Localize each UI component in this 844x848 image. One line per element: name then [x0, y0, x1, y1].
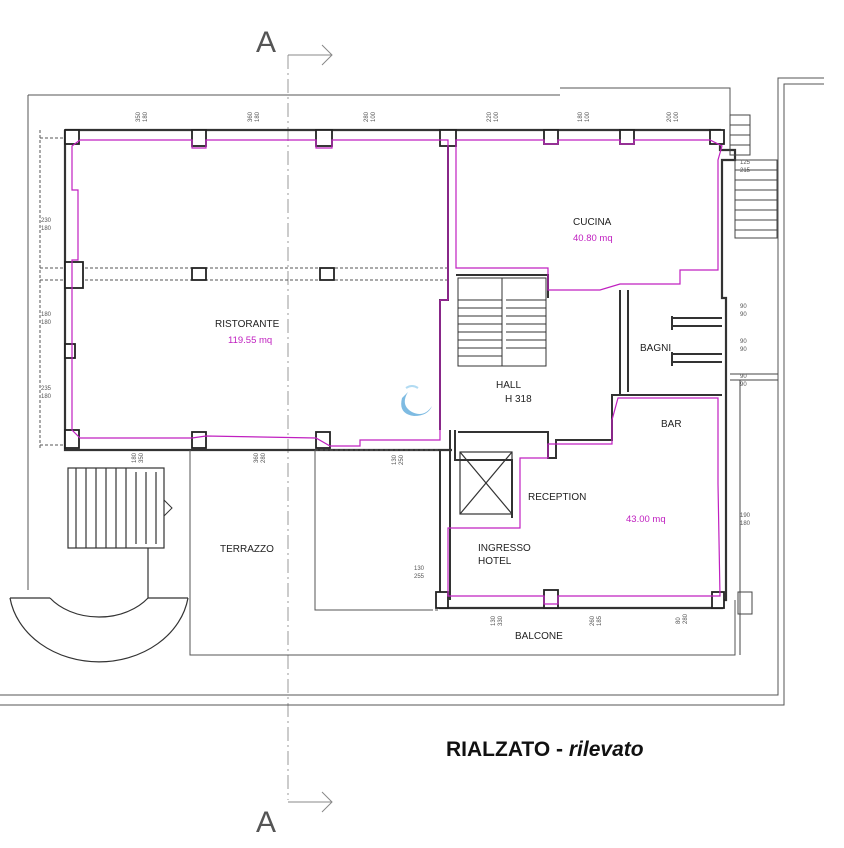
svg-text:255: 255 — [414, 574, 425, 580]
ristorante-area: 119.55 mq — [228, 335, 272, 346]
ristorante-outline — [71, 139, 449, 447]
svg-text:100: 100 — [585, 111, 591, 122]
hall-height: H 318 — [505, 394, 532, 405]
svg-text:90: 90 — [740, 374, 747, 380]
pillars — [64, 129, 725, 609]
internal-walls — [439, 138, 722, 600]
entrance-stair — [9, 467, 189, 663]
bar-label: BAR — [661, 419, 682, 430]
svg-text:90: 90 — [740, 382, 747, 388]
svg-text:185: 185 — [597, 615, 603, 626]
svg-text:250: 250 — [399, 454, 405, 465]
ristorante-label: RISTORANTE — [215, 319, 280, 330]
svg-text:180: 180 — [41, 320, 52, 326]
svg-text:200: 200 — [667, 111, 673, 122]
svg-text:180: 180 — [143, 111, 149, 122]
svg-text:100: 100 — [371, 111, 377, 122]
cucina-area: 40.80 mq — [573, 233, 613, 244]
svg-text:90: 90 — [740, 339, 747, 345]
svg-text:190: 190 — [740, 513, 751, 519]
cucina-label: CUCINA — [573, 217, 612, 228]
svg-text:180: 180 — [578, 111, 584, 122]
svg-text:180: 180 — [41, 394, 52, 400]
svg-text:180: 180 — [132, 452, 138, 463]
svg-text:125: 125 — [740, 160, 751, 166]
svg-text:280: 280 — [683, 613, 689, 624]
reception-label: RECEPTION — [528, 492, 586, 503]
plan-title-main: RIALZATO - — [446, 738, 569, 761]
section-mark-bottom: A — [256, 806, 276, 839]
dim-top: 350 180 360 180 280 100 220 100 180 100 … — [136, 111, 680, 122]
watermark-logo-icon — [401, 385, 432, 416]
svg-text:280: 280 — [261, 452, 267, 463]
elevator — [459, 451, 513, 515]
svg-text:130: 130 — [491, 615, 497, 626]
dim-mid: 180 350 360 280 130 250 — [132, 452, 405, 465]
cucina-outline — [455, 139, 723, 291]
hall-label: HALL — [496, 380, 521, 391]
svg-text:280: 280 — [364, 111, 370, 122]
svg-text:180: 180 — [41, 226, 52, 232]
dim-right: 125 215 90 90 90 90 90 90 190 180 — [740, 160, 751, 527]
central-stair — [457, 277, 547, 367]
svg-text:130: 130 — [414, 566, 425, 572]
dim-bottom: 130 255 130 330 260 185 80 280 — [414, 566, 689, 626]
bar-outline — [447, 397, 721, 605]
svg-text:350: 350 — [136, 111, 142, 122]
bar-area: 43.00 mq — [626, 514, 666, 525]
plan-title: RIALZATO - rilevato — [446, 738, 644, 762]
svg-text:220: 220 — [487, 111, 493, 122]
terrazzo-label: TERRAZZO — [220, 544, 274, 555]
site-boundary — [0, 77, 824, 706]
svg-text:180: 180 — [41, 312, 52, 318]
room-outlines — [71, 139, 723, 605]
svg-text:90: 90 — [740, 312, 747, 318]
svg-text:180: 180 — [255, 111, 261, 122]
svg-text:360: 360 — [248, 111, 254, 122]
svg-text:90: 90 — [740, 347, 747, 353]
svg-text:100: 100 — [674, 111, 680, 122]
bagni-label: BAGNI — [640, 343, 671, 354]
svg-text:100: 100 — [494, 111, 500, 122]
plan-title-sub: rilevato — [568, 738, 644, 761]
svg-text:180: 180 — [740, 521, 751, 527]
svg-text:90: 90 — [740, 304, 747, 310]
svg-text:330: 330 — [498, 615, 504, 626]
svg-text:130: 130 — [392, 454, 398, 465]
balcone-label: BALCONE — [515, 631, 563, 642]
svg-text:230: 230 — [41, 218, 52, 224]
ingresso-label-line1: INGRESSO — [478, 543, 531, 554]
terrace-outline — [39, 130, 736, 656]
building-outer-wall — [63, 128, 737, 610]
side-stair — [729, 114, 778, 655]
svg-text:80: 80 — [676, 617, 682, 624]
svg-text:350: 350 — [139, 452, 145, 463]
ingresso-label-line2: HOTEL — [478, 556, 512, 567]
svg-text:360: 360 — [254, 452, 260, 463]
section-mark-top: A — [256, 26, 276, 59]
svg-text:215: 215 — [740, 168, 751, 174]
dim-left: 230 180 180 180 235 180 — [41, 218, 52, 400]
section-line — [287, 44, 333, 813]
svg-text:235: 235 — [41, 386, 52, 392]
svg-text:260: 260 — [590, 615, 596, 626]
